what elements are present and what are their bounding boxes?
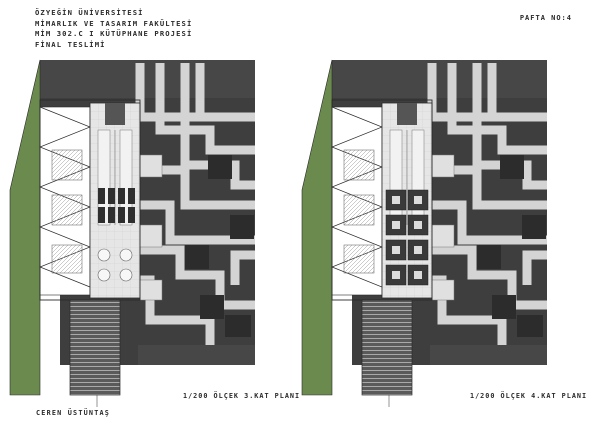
author-name: CEREN ÜSTÜNTAŞ: [36, 409, 111, 417]
faculty-name: MİMARLIK VE TASARIM FAKÜLTESİ: [35, 18, 193, 28]
plan-floor-4: [302, 60, 547, 407]
sheet-number: PAFTA NO:4: [519, 14, 572, 22]
plan-caption-floor-3: 1/200 ÖLÇEK 3.KAT PLANI: [183, 392, 301, 400]
submission-type: FİNAL TESLİMİ: [35, 39, 106, 49]
title-block: ÖZYEĞİN ÜNİVERSİTESİ MİMARLIK VE TASARIM…: [35, 8, 192, 50]
university-name: ÖZYEĞİN ÜNİVERSİTESİ: [35, 8, 144, 17]
course-project: MİM 302.C I KÜTÜPHANE PROJESİ: [35, 29, 193, 39]
plan-floor-3: [10, 60, 255, 407]
plan-caption-floor-4: 1/200 ÖLÇEK 4.KAT PLANI: [470, 392, 588, 400]
